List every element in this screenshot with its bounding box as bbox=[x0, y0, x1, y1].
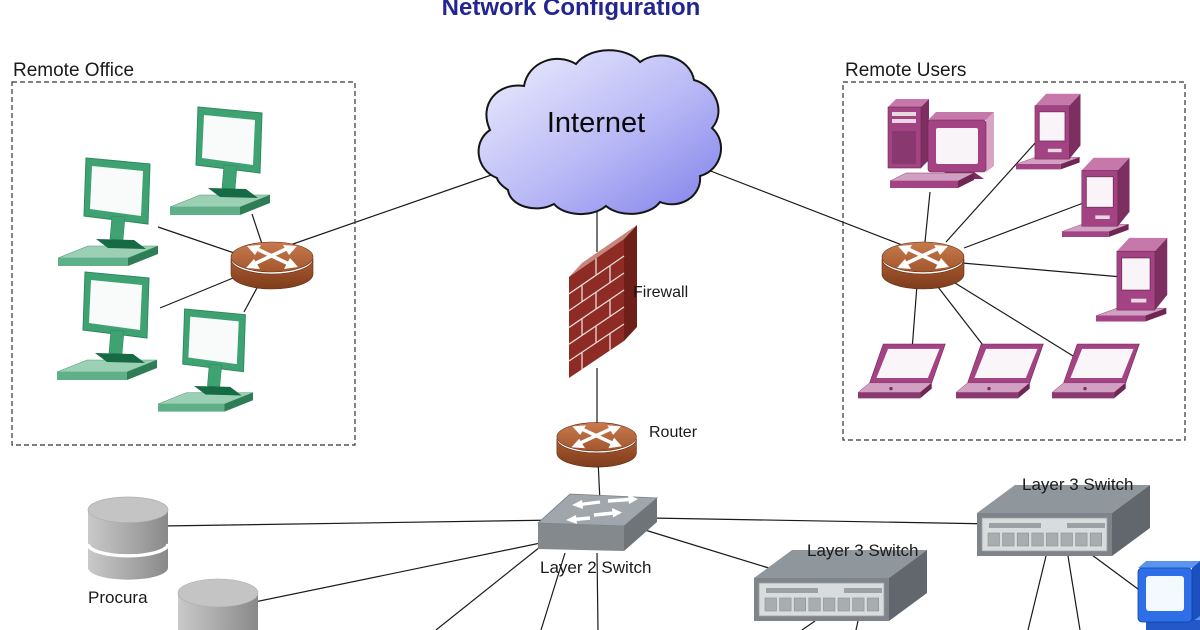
layer3-switch-left-icon bbox=[753, 549, 928, 622]
connection-line bbox=[269, 171, 501, 253]
connection-line bbox=[435, 542, 546, 630]
laptop-icon bbox=[857, 343, 946, 399]
firewall-icon bbox=[568, 225, 637, 378]
connection-line bbox=[1027, 555, 1047, 630]
connection-line bbox=[157, 226, 241, 256]
remote-office-group bbox=[56, 106, 315, 413]
connection-line bbox=[161, 519, 561, 527]
connection-line bbox=[159, 275, 239, 309]
laptop-icon bbox=[955, 343, 1044, 399]
remote-users-group bbox=[857, 93, 1168, 399]
connection-line bbox=[596, 552, 599, 630]
blue-pc-icon bbox=[1137, 561, 1200, 630]
database-cylinder-icon bbox=[176, 577, 260, 630]
connection-line bbox=[801, 620, 816, 630]
computer-icon bbox=[1061, 157, 1130, 238]
remote-office-box bbox=[11, 81, 356, 446]
database-cylinder-icon bbox=[86, 495, 170, 582]
core-router-icon bbox=[555, 420, 639, 469]
workstation-icon bbox=[157, 308, 254, 413]
connection-line bbox=[1067, 555, 1081, 630]
firewall-label: Firewall bbox=[633, 284, 688, 301]
connection-line bbox=[1091, 554, 1143, 593]
remote-users-label: Remote Users bbox=[845, 60, 966, 81]
laptop-icon bbox=[1051, 343, 1140, 399]
internet-label: Internet bbox=[547, 107, 645, 139]
connection-line bbox=[243, 285, 259, 313]
connection-line bbox=[924, 191, 931, 243]
layer2-switch-label: Layer 2 Switch bbox=[540, 558, 652, 577]
remote-office-label: Remote Office bbox=[13, 60, 134, 81]
connection-line bbox=[251, 213, 263, 245]
workstation-icon bbox=[57, 157, 159, 267]
connection-line bbox=[249, 539, 556, 604]
connection-line bbox=[694, 164, 916, 251]
connection-line bbox=[855, 620, 859, 630]
computer-icon bbox=[1015, 93, 1081, 170]
remote-users-box bbox=[842, 81, 1186, 441]
connection-lines bbox=[157, 141, 1143, 630]
workstation-icon bbox=[169, 106, 271, 216]
connection-line bbox=[644, 529, 786, 574]
connection-line bbox=[963, 201, 1087, 249]
connection-line bbox=[911, 284, 918, 351]
router-label: Router bbox=[649, 424, 698, 441]
office-router-icon bbox=[229, 240, 315, 291]
connection-line bbox=[954, 282, 1087, 365]
connection-line bbox=[945, 141, 1037, 243]
computer-icon bbox=[1095, 237, 1168, 322]
users-router-icon bbox=[880, 240, 966, 291]
layer3-switch-right-label: Layer 3 Switch bbox=[1022, 475, 1134, 494]
layer2-switch-icon bbox=[537, 493, 659, 551]
page-title: Network Configuration bbox=[442, 0, 701, 21]
workstation-icon bbox=[56, 271, 158, 381]
layer3-switch-left-label: Layer 3 Switch bbox=[807, 541, 919, 560]
connection-line bbox=[649, 517, 996, 525]
database-label: Procura bbox=[88, 588, 148, 607]
connection-line bbox=[540, 552, 566, 630]
desktop-pc-icon bbox=[887, 99, 994, 188]
layer3-switch-right-icon bbox=[976, 484, 1151, 557]
internet-cloud-icon: Internet bbox=[477, 49, 722, 215]
connection-line bbox=[961, 262, 1123, 278]
